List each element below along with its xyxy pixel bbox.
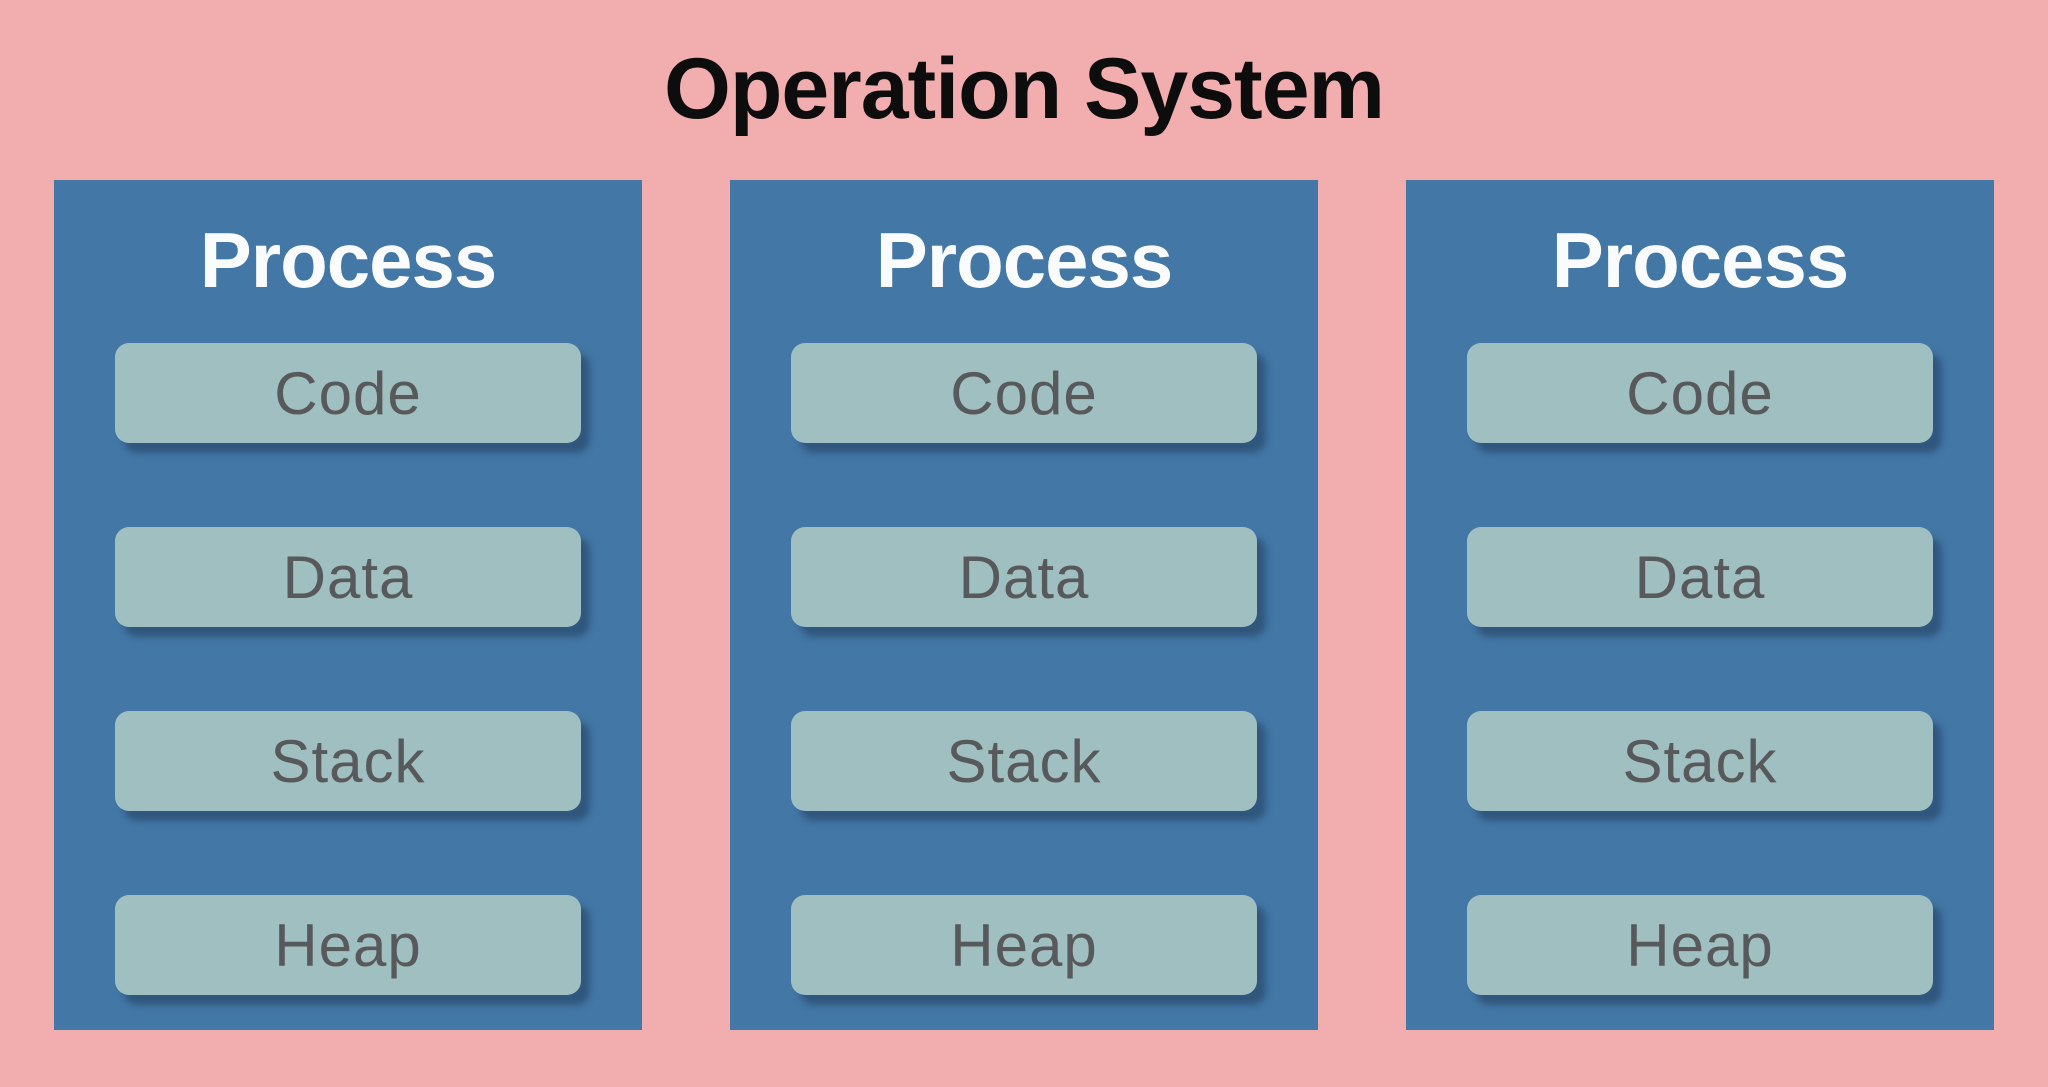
segment-heap: Heap xyxy=(1467,895,1933,995)
segment-label: Data xyxy=(1634,543,1766,611)
segment-list: Code Data Stack Heap xyxy=(791,343,1257,995)
process-title: Process xyxy=(1551,216,1850,304)
process-title: Process xyxy=(199,216,498,304)
segment-heap: Heap xyxy=(791,895,1257,995)
segment-label: Heap xyxy=(950,911,1098,979)
process-title: Process xyxy=(875,216,1174,304)
segment-code: Code xyxy=(115,343,581,443)
segment-code: Code xyxy=(1467,343,1933,443)
segment-stack: Stack xyxy=(791,711,1257,811)
segment-label: Heap xyxy=(1626,911,1774,979)
page-title: Operation System xyxy=(664,40,1385,137)
process-box-1: Process Code Data Stack Heap xyxy=(54,180,642,1030)
process-columns: Process Code Data Stack Heap Process xyxy=(54,180,1994,1030)
segment-stack: Stack xyxy=(115,711,581,811)
segment-code: Code xyxy=(791,343,1257,443)
process-box-3: Process Code Data Stack Heap xyxy=(1406,180,1994,1030)
segment-heap: Heap xyxy=(115,895,581,995)
segment-label: Stack xyxy=(946,727,1102,795)
process-box-2: Process Code Data Stack Heap xyxy=(730,180,1318,1030)
segment-label: Stack xyxy=(1622,727,1778,795)
segment-label: Data xyxy=(282,543,414,611)
segment-label: Code xyxy=(1626,359,1774,427)
segment-data: Data xyxy=(115,527,581,627)
segment-list: Code Data Stack Heap xyxy=(1467,343,1933,995)
segment-stack: Stack xyxy=(1467,711,1933,811)
segment-data: Data xyxy=(791,527,1257,627)
segment-label: Code xyxy=(274,359,422,427)
segment-data: Data xyxy=(1467,527,1933,627)
segment-list: Code Data Stack Heap xyxy=(115,343,581,995)
segment-label: Stack xyxy=(270,727,426,795)
segment-label: Data xyxy=(958,543,1090,611)
segment-label: Code xyxy=(950,359,1098,427)
segment-label: Heap xyxy=(274,911,422,979)
